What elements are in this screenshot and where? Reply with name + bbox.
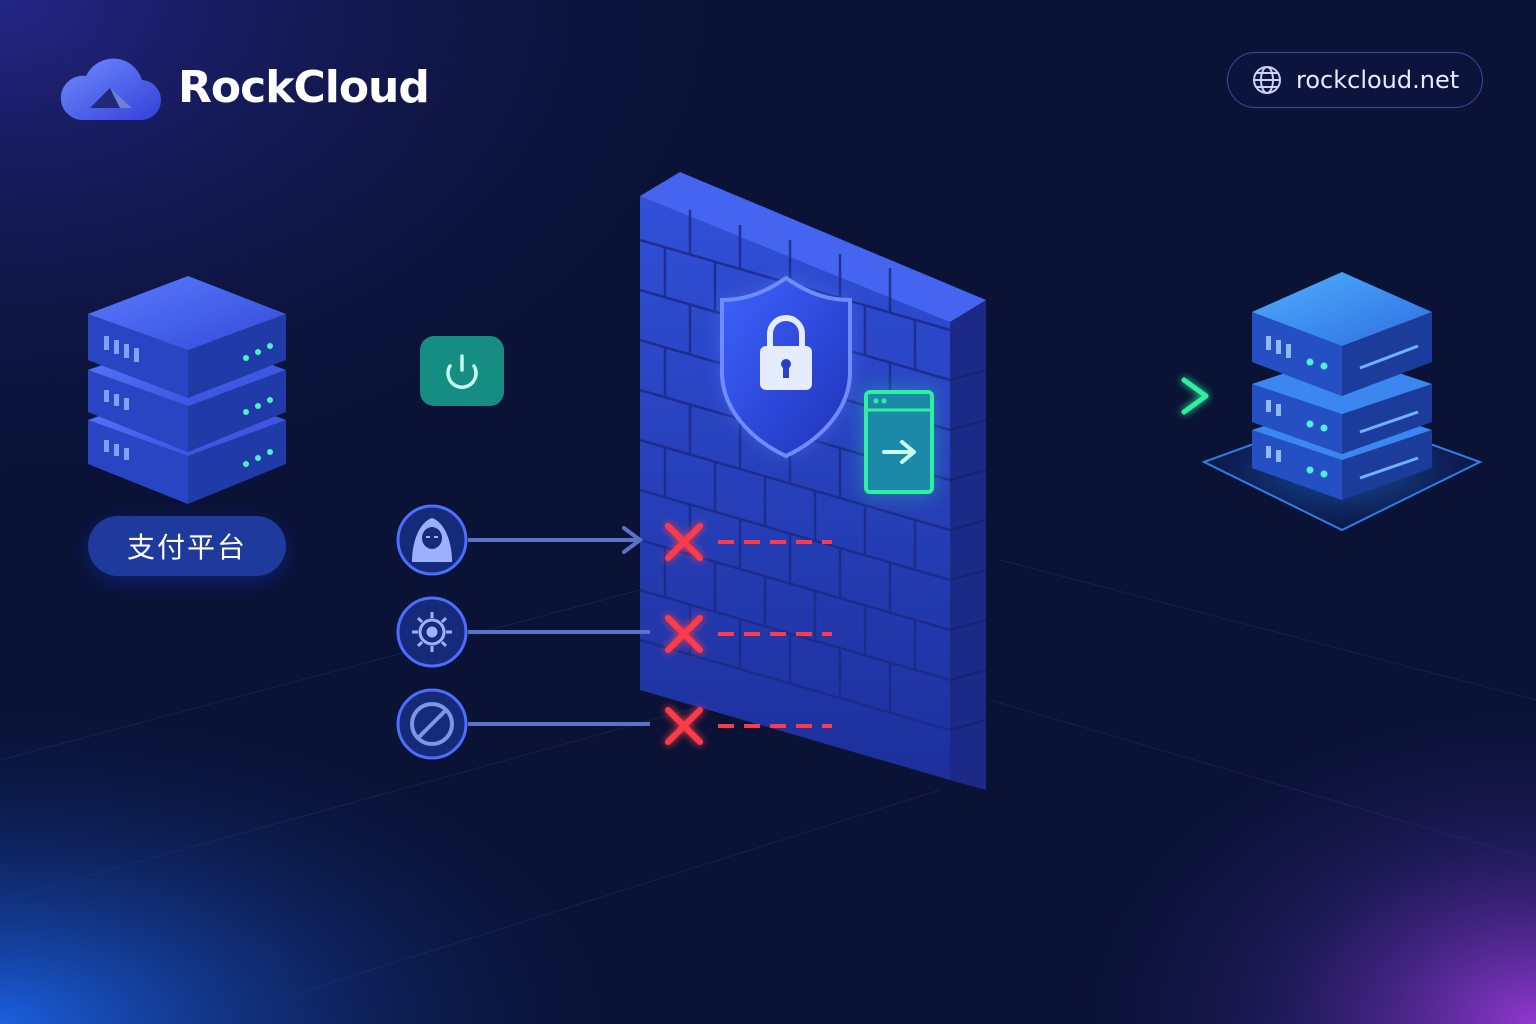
website-link[interactable]: rockcloud.net — [1227, 52, 1483, 108]
firewall-wall — [639, 172, 987, 790]
shield-lock-icon — [720, 275, 852, 459]
cloud-logo-icon — [60, 58, 162, 121]
source-server-stack[interactable] — [88, 276, 286, 504]
blocked-threat-virus — [396, 596, 832, 668]
globe-icon — [1253, 66, 1281, 94]
virus-icon — [412, 612, 452, 652]
blocked-x-icon — [665, 523, 703, 561]
allowed-flow — [286, 336, 701, 406]
forbidden-icon — [410, 702, 454, 746]
source-label: 支付平台 — [126, 531, 247, 564]
brand-logo[interactable]: RockCloud — [58, 50, 430, 124]
brand-name: RockCloud — [178, 61, 430, 113]
arrow-head-icon — [1181, 377, 1209, 415]
blocked-x-icon — [665, 707, 703, 745]
allowed-flow-out — [982, 377, 1209, 415]
blocked-threat-forbidden — [396, 688, 832, 760]
blocked-threat-hacker — [396, 504, 832, 576]
forward-window-icon — [864, 390, 934, 496]
website-url: rockcloud.net — [1296, 66, 1460, 94]
blocked-x-icon — [665, 615, 703, 653]
source-label-badge: 支付平台 — [88, 516, 286, 576]
destination-server-stack[interactable] — [1201, 272, 1483, 532]
sync-icon — [420, 336, 504, 406]
hacker-icon — [412, 518, 452, 562]
